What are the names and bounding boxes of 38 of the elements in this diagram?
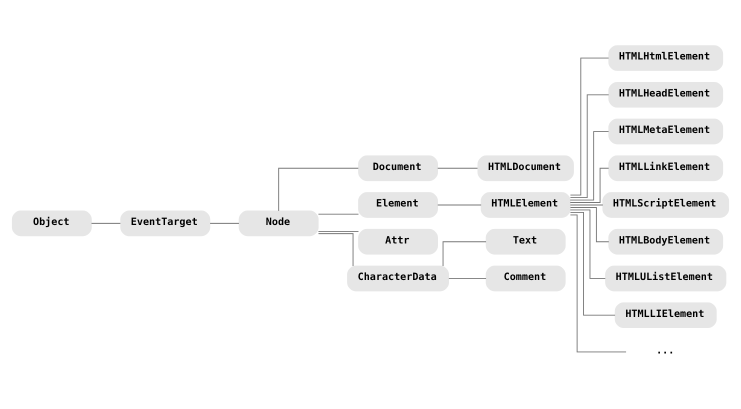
node-box: Element bbox=[358, 192, 438, 218]
node-box: CharacterData bbox=[347, 265, 450, 291]
connector bbox=[210, 222, 240, 224]
connector bbox=[570, 167, 610, 202]
connector bbox=[318, 232, 354, 266]
connector bbox=[437, 204, 482, 205]
node-box: HTMLDocument bbox=[477, 154, 574, 181]
connector bbox=[318, 230, 359, 232]
node-box: HTMLLinkElement bbox=[608, 154, 724, 181]
node-box: HTMLScriptElement bbox=[602, 192, 730, 218]
node-box: EventTarget bbox=[120, 210, 210, 236]
node-box: Attr bbox=[358, 228, 438, 254]
connector bbox=[278, 167, 359, 211]
connector bbox=[570, 130, 610, 200]
node-box: Node bbox=[238, 210, 319, 236]
node-text: ... bbox=[656, 345, 674, 356]
node-box: HTMLUListElement bbox=[605, 265, 726, 291]
connector bbox=[318, 213, 359, 214]
node-box: HTMLHtmlElement bbox=[608, 44, 724, 70]
node-box: HTMLLIElement bbox=[614, 302, 717, 328]
connector bbox=[442, 240, 487, 266]
connector bbox=[437, 167, 478, 168]
node-box: Document bbox=[358, 154, 438, 181]
node-box: HTMLElement bbox=[480, 192, 571, 218]
node-box: Comment bbox=[486, 265, 566, 291]
node-box: HTMLBodyElement bbox=[608, 228, 724, 254]
connector bbox=[570, 57, 610, 196]
connector bbox=[570, 209, 606, 278]
node-box: Object bbox=[12, 210, 92, 236]
node-box: Text bbox=[486, 228, 566, 254]
connector bbox=[570, 94, 610, 198]
connector bbox=[570, 214, 627, 352]
connector bbox=[91, 222, 121, 224]
connector bbox=[570, 211, 616, 316]
node-box: HTMLMetaElement bbox=[608, 118, 724, 144]
connector bbox=[570, 206, 610, 242]
connector bbox=[570, 204, 604, 205]
node-box: HTMLHeadElement bbox=[608, 81, 724, 108]
